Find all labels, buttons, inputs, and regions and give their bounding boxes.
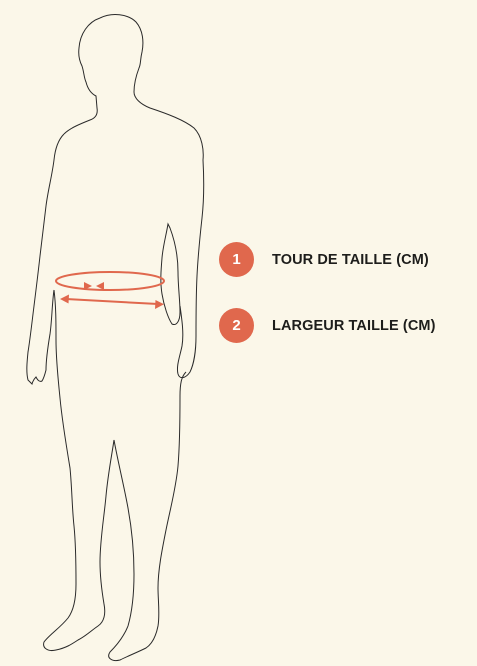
torso-right-outline [161, 224, 180, 325]
head-right-outline [100, 15, 203, 160]
number-badge: 1 [219, 242, 254, 277]
legend-item-waist-width: 2 LARGEUR TAILLE (CM) [219, 308, 436, 343]
head-outline [64, 18, 100, 134]
waist-circumference-ring [56, 272, 164, 290]
left-leg-outline [44, 290, 114, 651]
legend-item-waist-circumference: 1 TOUR DE TAILLE (CM) [219, 242, 429, 277]
width-arrow-right-icon [155, 300, 164, 309]
width-arrow-left-icon [60, 295, 69, 304]
legend-label: LARGEUR TAILLE (CM) [272, 318, 436, 334]
legend-label: TOUR DE TAILLE (CM) [272, 252, 429, 268]
number-badge: 2 [219, 308, 254, 343]
right-leg-outline [109, 372, 186, 661]
waist-width-line [66, 299, 158, 304]
left-arm-outline [27, 134, 64, 384]
right-arm-outline [177, 160, 203, 378]
